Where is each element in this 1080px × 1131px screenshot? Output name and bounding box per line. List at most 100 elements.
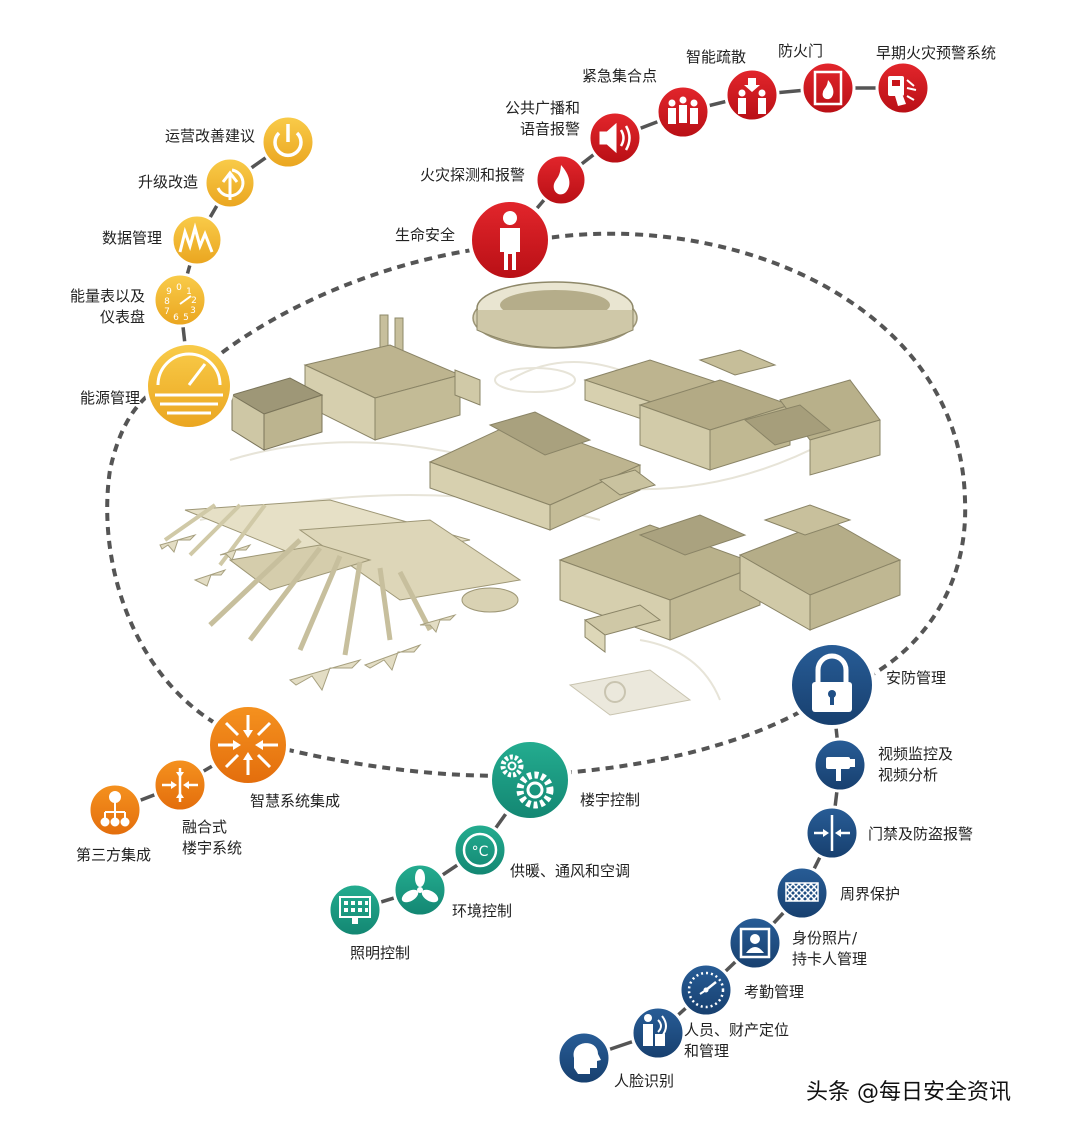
power-icon — [273, 124, 303, 158]
security-camera-label: 视频监控及 视频分析 — [878, 745, 954, 784]
svg-text:3: 3 — [190, 306, 196, 316]
life-item-flame[interactable] — [534, 153, 588, 207]
life-main-node[interactable] — [468, 198, 552, 282]
airplanes — [159, 533, 457, 692]
camera-icon — [826, 757, 855, 781]
security-item-idcard[interactable] — [727, 915, 783, 971]
security-access-label: 门禁及防盗报警 — [868, 825, 974, 843]
integration-main-node[interactable] — [206, 703, 290, 787]
building-hvac-label: 供暖、通风和空调 — [510, 862, 631, 880]
lower-campus — [558, 504, 902, 653]
evacuation-icon — [738, 78, 766, 114]
stadium — [472, 281, 638, 349]
security-perimeter-label: 周界保护 — [840, 885, 901, 903]
id-card-icon — [739, 927, 771, 959]
energy-upgrade-label: 升级改造 — [137, 173, 198, 191]
energy-data-label: 数据管理 — [101, 229, 162, 247]
security-group — [556, 641, 876, 1086]
padlock-icon — [812, 653, 852, 712]
fire-door-icon — [813, 70, 843, 106]
integration-merge-label: 融合式 楼宇系统 — [182, 818, 243, 857]
security-face-label: 人脸识别 — [614, 1072, 675, 1090]
integration-thirdparty-label: 第三方集成 — [76, 846, 152, 864]
campus-illustration — [159, 281, 902, 716]
building-main-label: 楼宇控制 — [580, 791, 641, 809]
integration-item-merge[interactable] — [152, 757, 208, 813]
energy-dial-label: 能量表以及 仪表盘 — [69, 287, 145, 326]
building-main-node[interactable] — [488, 738, 572, 822]
airport-terminal — [163, 499, 522, 656]
integration-group — [87, 703, 290, 838]
security-item-camera[interactable] — [812, 737, 868, 793]
svg-text:0: 0 — [176, 283, 182, 293]
life-firedoor-label: 防火门 — [778, 42, 824, 60]
flame-icon — [553, 165, 570, 195]
building-item-hvac[interactable]: °C — [452, 822, 508, 878]
fence-icon — [785, 882, 819, 902]
life-item-early-warning[interactable] — [875, 60, 931, 116]
security-item-locate[interactable] — [630, 1005, 686, 1061]
security-main-label: 安防管理 — [886, 669, 947, 687]
security-item-access[interactable] — [804, 805, 860, 861]
security-idcard-label: 身份照片/ 持卡人管理 — [792, 929, 868, 968]
building-group: °C — [327, 738, 572, 938]
energy-item-data[interactable] — [170, 213, 224, 267]
energy-item-upgrade[interactable] — [203, 156, 257, 210]
security-locate-label: 人员、财产定位 和管理 — [684, 1021, 790, 1060]
fire-alarm-hand-icon — [888, 76, 917, 106]
energy-item-advice[interactable] — [260, 114, 316, 170]
security-attendance-label: 考勤管理 — [744, 983, 805, 1001]
life-speaker-label: 公共广播和 语音报警 — [504, 99, 580, 138]
svg-text:6: 6 — [173, 313, 179, 323]
security-item-face[interactable] — [556, 1030, 612, 1086]
building-env-label: 环境控制 — [452, 902, 513, 920]
svg-text:1: 1 — [186, 287, 192, 297]
life-assembly-label: 紧急集合点 — [582, 67, 658, 85]
watermark: 头条 @每日安全资讯 — [806, 1080, 1011, 1105]
svg-text:9: 9 — [166, 287, 172, 297]
factory — [230, 314, 481, 451]
svg-text:2: 2 — [191, 296, 197, 306]
courtyard-campus — [583, 349, 881, 476]
life-item-firedoor[interactable] — [800, 60, 856, 116]
svg-text:°C: °C — [472, 844, 489, 860]
svg-text:7: 7 — [164, 307, 170, 317]
security-item-perimeter[interactable] — [774, 865, 830, 921]
node-tree-icon — [100, 791, 130, 827]
life-early-warning-label: 早期火灾预警系统 — [876, 44, 997, 62]
life-item-assembly[interactable] — [655, 84, 711, 140]
energy-main-node[interactable] — [144, 341, 234, 431]
face-icon — [573, 1043, 601, 1074]
gears-icon — [500, 754, 554, 809]
door-access-icon — [814, 815, 850, 851]
arrows-converge-icon — [218, 715, 278, 775]
life-flame-label: 火灾探测和报警 — [419, 166, 525, 184]
integration-item-thirdparty[interactable] — [87, 782, 143, 838]
security-item-attendance[interactable] — [678, 962, 734, 1018]
life-evacuation-label: 智能疏散 — [686, 48, 747, 66]
integration-main-label: 智慧系统集成 — [250, 792, 341, 810]
fan-icon — [401, 869, 439, 903]
upgrade-arrow-icon — [216, 168, 245, 200]
energy-advice-label: 运营改善建议 — [164, 127, 255, 145]
person-icon — [500, 211, 520, 270]
life-item-speaker[interactable] — [587, 110, 643, 166]
security-main-node[interactable] — [788, 641, 876, 729]
life-main-label: 生命安全 — [394, 226, 455, 244]
svg-text:5: 5 — [183, 313, 189, 323]
lighting-panel-icon — [339, 896, 371, 924]
building-item-env[interactable] — [392, 862, 448, 918]
life-item-evacuation[interactable] — [724, 67, 780, 123]
building-item-lighting[interactable] — [327, 882, 383, 938]
office-block — [428, 411, 657, 531]
life-group — [468, 60, 931, 282]
speaker-icon — [599, 122, 631, 154]
building-lighting-label: 照明控制 — [350, 944, 411, 962]
gauge-icon — [155, 352, 223, 415]
energy-main-label: 能源管理 — [79, 389, 140, 407]
helipad — [568, 669, 692, 716]
